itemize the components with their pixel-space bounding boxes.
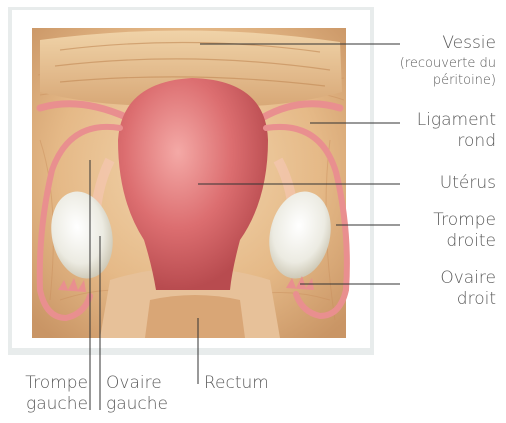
label-ovaire-gauche-1: Ovaire bbox=[106, 373, 162, 394]
label-trompe-droite-1: Trompe bbox=[380, 210, 496, 231]
label-trompe-gauche-1: Trompe bbox=[8, 373, 88, 394]
label-trompe-droite-2: droite bbox=[380, 231, 496, 252]
label-vessie-sub2: péritoine) bbox=[370, 72, 496, 90]
label-vessie-sub1: (recouverte du bbox=[370, 55, 496, 73]
label-ovaire-gauche-2: gauche bbox=[106, 394, 168, 415]
label-uterus: Utérus bbox=[380, 173, 496, 194]
label-ovaire-droit-1: Ovaire bbox=[380, 268, 496, 289]
label-ligament-1: Ligament bbox=[380, 110, 496, 131]
rectum bbox=[145, 295, 245, 338]
label-vessie: Vessie bbox=[380, 33, 496, 54]
label-rectum: Rectum bbox=[204, 373, 269, 394]
label-trompe-gauche-2: gauche bbox=[8, 394, 88, 415]
label-ligament-2: rond bbox=[380, 131, 496, 152]
label-ovaire-droit-2: droit bbox=[380, 289, 496, 310]
